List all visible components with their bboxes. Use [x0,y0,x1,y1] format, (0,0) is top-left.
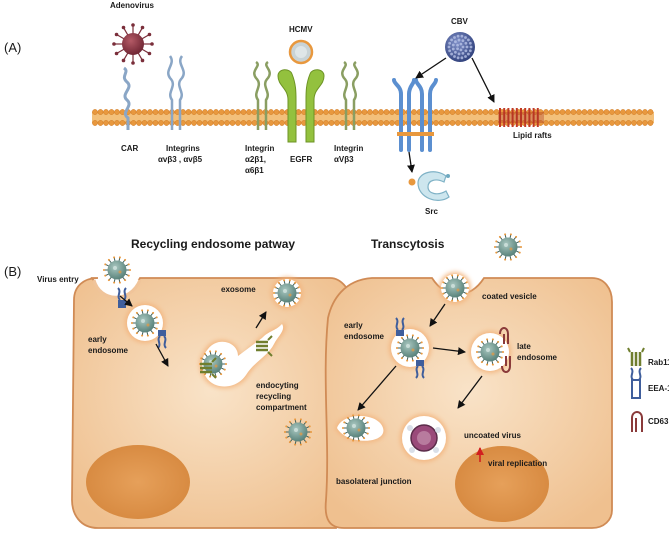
integrin-receptor-2 [253,60,271,130]
endocyting-label-1: endocyting [256,381,299,390]
virus-particle [103,256,131,284]
integrin-receptor-1 [167,55,185,130]
arrow-cbv-to-raft [471,57,495,103]
eea1-marker-right-2 [415,360,425,379]
virus-particle [273,279,301,307]
cbv-label: CBV [451,17,469,26]
virus-particle [494,233,522,261]
legend: Rab11 EEA-1 CD63 [627,347,669,432]
arrow-early-to-late [432,347,466,356]
virus-particle [131,309,159,337]
virus-entry-label: Virus entry [37,275,79,284]
recycling-title: Recycling endosome patway [131,237,295,251]
early-endosome-right-label-2: endosome [344,332,385,341]
panel-b-tag: (B) [4,264,21,279]
legend-rab11-label: Rab11 [648,358,669,367]
integrin-label-2a: Integrin [245,144,274,153]
virus-particle [284,418,312,446]
virus-particle [441,274,469,302]
early-endosome-left-label-2: endosome [88,346,129,355]
lipid-raft [498,108,544,127]
endocyting-label-3: compartment [256,403,307,412]
integrins-label-2: αvβ3 , αvβ5 [158,155,203,164]
basolateral-junction-label: basolateral junction [336,477,412,486]
late-endosome-label-2: endosome [517,353,558,362]
cbv-receptor-pair [392,78,438,152]
eea1-marker-right-1 [395,317,405,336]
endocyting-label-2: recycling [256,392,291,401]
integrin-label-3b: αVβ3 [334,155,354,164]
arrow-recycling-to-exosome [255,311,267,329]
integrin-label-2c: α6β1 [245,166,264,175]
lipid-rafts-label: Lipid rafts [513,131,552,140]
legend-cd63-icon [631,411,643,432]
eea1-marker-left-2 [157,330,167,349]
car-receptor [122,66,131,130]
coated-vesicle-label: coated vesicle [482,292,537,301]
integrin-label-3a: Integrin [334,144,363,153]
viral-replication-label: viral replication [488,459,547,468]
panel-a-tag: (A) [4,40,21,55]
src-kinase [408,171,450,201]
virus-particle [396,334,424,362]
left-nucleus [86,445,190,519]
uncoated-virus-label: uncoated virus [464,431,521,440]
virus-particle [342,414,370,442]
early-endosome-left-label-1: early [88,335,107,344]
arrow-coated-to-early [429,303,446,327]
hcmv-label: HCMV [289,25,313,34]
arrow-entry-to-early [119,295,133,307]
rab11-marker-left-1 [200,357,217,379]
late-endosome-label-1: late [517,342,531,351]
exosome-label: exosome [221,285,256,294]
virus-entry-pit [92,279,142,299]
integrin-label-2b: α2β1, [245,155,266,164]
integrins-label-1: Integrins [166,144,200,153]
egfr-receptor [277,69,325,143]
early-endosome-right-label-1: early [344,321,363,330]
hcmv-particle [288,39,314,65]
src-label: Src [425,207,438,216]
arrow-late-to-uncoated [457,375,483,409]
adenovirus-particle [112,23,154,65]
cd63-marker-right-2 [501,356,511,373]
cbv-particle [445,32,475,62]
right-nucleus [455,446,549,522]
rab11-marker-left-2 [256,335,273,357]
transcytosis-title: Transcytosis [371,237,445,251]
arrow-cbv-to-receptor [415,57,447,79]
car-label: CAR [121,144,139,153]
plasma-membrane [92,109,654,126]
legend-eea1-icon [630,367,642,399]
arrow-early-to-basolateral [357,365,397,411]
uncoated-virus [407,424,441,453]
egfr-label: EGFR [290,155,312,164]
virus-particle [476,338,504,366]
arrow-early-to-recycling [155,343,169,367]
legend-rab11-icon [627,347,645,366]
arrow-receptor-to-src [407,151,415,173]
legend-cd63-label: CD63 [648,417,669,426]
adenovirus-label: Adenovirus [110,1,155,10]
receptor-anchor [397,132,434,136]
cd63-marker-right-1 [499,327,509,344]
integrin-receptor-3 [341,60,359,130]
legend-eea1-label: EEA-1 [648,384,669,393]
